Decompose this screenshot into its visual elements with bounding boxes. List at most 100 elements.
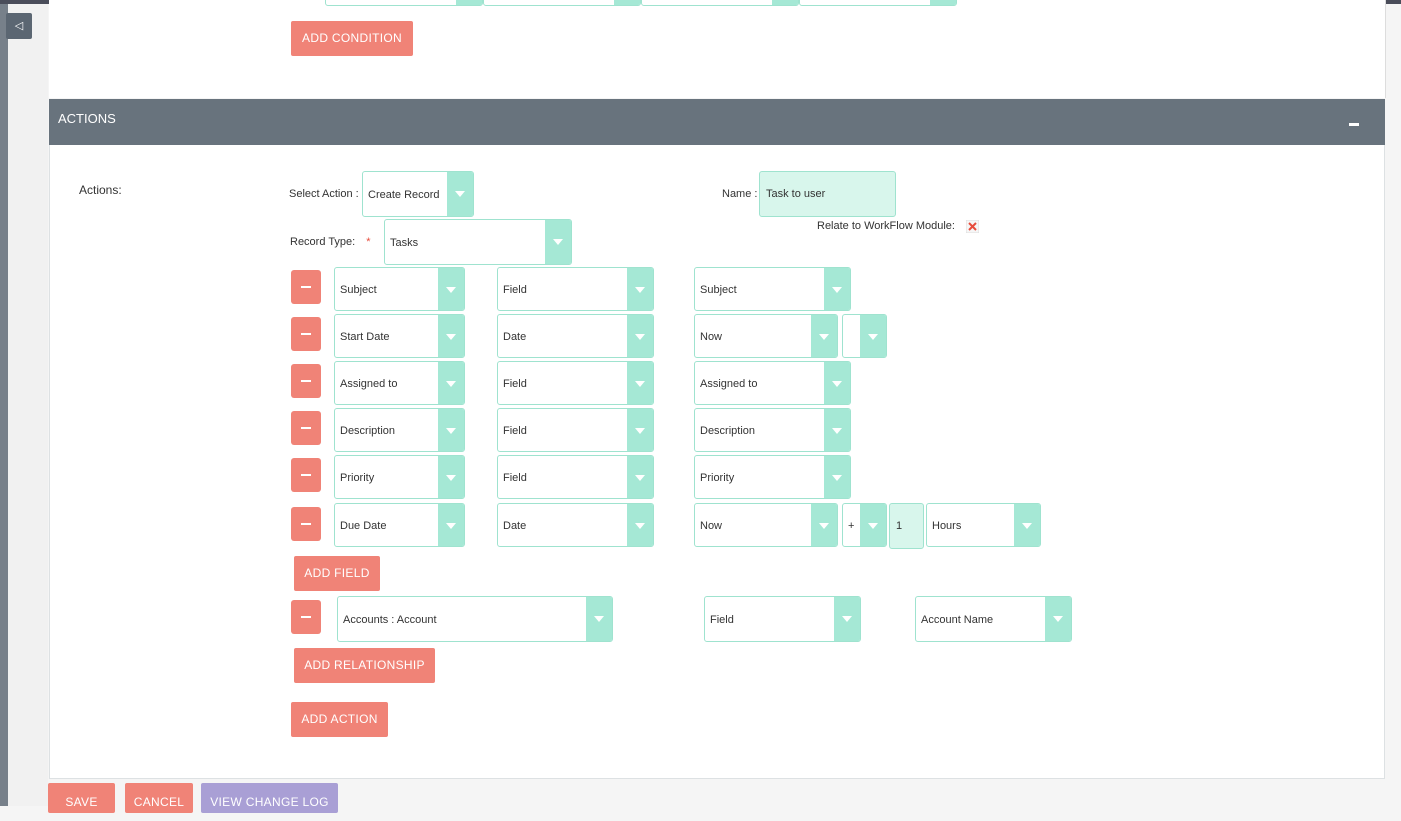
chevron-down-icon — [627, 504, 653, 546]
value-type-value: Field — [503, 425, 527, 437]
field-select[interactable]: Priority — [334, 455, 465, 499]
chevron-down-icon — [627, 409, 653, 451]
condition-select-3[interactable] — [641, 0, 799, 6]
value-type-value: Date — [503, 520, 527, 532]
relationship-type-select[interactable]: Field — [704, 596, 861, 642]
collapse-minus-icon[interactable] — [1349, 123, 1359, 126]
name-label: Name : — [722, 188, 758, 200]
actions-panel-header[interactable]: ACTIONS — [49, 99, 1385, 145]
condition-select-4[interactable] — [799, 0, 957, 6]
select-action-label: Select Action : — [289, 188, 359, 200]
relationship-module-select[interactable]: Accounts : Account — [337, 596, 613, 642]
chevron-down-icon — [627, 456, 653, 498]
chevron-down-icon — [1045, 597, 1071, 641]
record-type-label-text: Record Type: — [290, 236, 356, 248]
chevron-down-icon — [860, 504, 886, 546]
value-type-value: Field — [503, 378, 527, 390]
field-select[interactable]: Description — [334, 408, 465, 452]
field-select-value: Start Date — [340, 331, 390, 343]
remove-field-button[interactable] — [291, 458, 321, 492]
date-base-value: Now — [700, 331, 723, 343]
conditions-panel — [49, 0, 1386, 98]
field-select[interactable]: Start Date — [334, 314, 465, 358]
value-type-value: Field — [503, 472, 527, 484]
actions-panel-title: ACTIONS — [58, 111, 116, 126]
value-select[interactable]: Subject — [694, 267, 851, 311]
relate-x-icon[interactable] — [966, 220, 979, 233]
chevron-down-icon — [1014, 504, 1040, 546]
chevron-down-icon — [438, 456, 464, 498]
add-relationship-button[interactable]: ADD RELATIONSHIP — [294, 648, 435, 683]
value-select[interactable]: Assigned to — [694, 361, 851, 405]
chevron-down-icon — [824, 409, 850, 451]
field-select[interactable]: Subject — [334, 267, 465, 311]
date-amount-input[interactable]: 1 — [889, 503, 924, 549]
value-type-value: Field — [503, 284, 527, 296]
add-field-button[interactable]: ADD FIELD — [294, 556, 380, 591]
remove-field-button[interactable] — [291, 411, 321, 445]
chevron-down-icon — [438, 315, 464, 357]
chevron-down-icon — [447, 172, 473, 216]
chevron-down-icon — [824, 456, 850, 498]
relationship-type-value: Field — [710, 614, 734, 626]
condition-select-1[interactable] — [325, 0, 483, 6]
chevron-down-icon — [834, 597, 860, 641]
left-gutter — [8, 0, 48, 806]
relationship-module-value: Accounts : Account — [343, 614, 437, 626]
add-action-button[interactable]: ADD ACTION — [291, 702, 388, 737]
chevron-down-icon — [545, 220, 571, 264]
field-select-value: Due Date — [340, 520, 387, 532]
chevron-down-icon — [860, 315, 886, 357]
remove-field-button[interactable] — [291, 364, 321, 398]
remove-field-button[interactable] — [291, 507, 321, 541]
actions-section-label: Actions: — [79, 183, 122, 197]
value-type-select[interactable]: Field — [497, 361, 654, 405]
field-select-value: Description — [340, 425, 396, 437]
date-base-select[interactable]: Now — [694, 503, 838, 547]
sidebar-collapse-button[interactable]: ◁ — [6, 13, 32, 39]
select-action-value: Create Record — [368, 189, 440, 201]
record-type-dropdown[interactable]: Tasks — [384, 219, 572, 265]
value-type-select[interactable]: Date — [497, 503, 654, 547]
date-base-value: Now — [700, 520, 723, 532]
save-button[interactable]: SAVE — [48, 783, 115, 813]
condition-select-2[interactable] — [483, 0, 641, 6]
value-select-value: Priority — [700, 472, 735, 484]
value-type-select[interactable]: Date — [497, 314, 654, 358]
value-type-select[interactable]: Field — [497, 408, 654, 452]
name-input[interactable]: Task to user — [759, 171, 896, 217]
date-operator-select[interactable] — [842, 314, 887, 358]
chevron-down-icon — [811, 504, 837, 546]
remove-field-button[interactable] — [291, 270, 321, 304]
chevron-down-icon — [824, 362, 850, 404]
relationship-value-select[interactable]: Account Name — [915, 596, 1072, 642]
chevron-down-icon — [438, 268, 464, 310]
add-condition-button[interactable]: ADD CONDITION — [291, 21, 413, 56]
chevron-down-icon — [627, 268, 653, 310]
value-select-value: Assigned to — [700, 378, 758, 390]
view-change-log-button[interactable]: VIEW CHANGE LOG — [201, 783, 338, 813]
record-type-value: Tasks — [390, 237, 419, 249]
value-type-select[interactable]: Field — [497, 267, 654, 311]
date-operator-value: + — [848, 520, 855, 532]
date-operator-select[interactable]: + — [842, 503, 887, 547]
field-select[interactable]: Assigned to — [334, 361, 465, 405]
date-base-select[interactable]: Now — [694, 314, 838, 358]
date-unit-select[interactable]: Hours — [926, 503, 1041, 547]
remove-field-button[interactable] — [291, 317, 321, 351]
chevron-down-icon — [438, 409, 464, 451]
value-select[interactable]: Description — [694, 408, 851, 452]
left-strip — [0, 0, 8, 806]
remove-relationship-button[interactable] — [291, 600, 321, 634]
select-action-dropdown[interactable]: Create Record — [362, 171, 474, 217]
cancel-button[interactable]: CANCEL — [125, 783, 193, 813]
date-unit-value: Hours — [932, 520, 962, 532]
value-type-select[interactable]: Field — [497, 455, 654, 499]
value-type-value: Date — [503, 331, 527, 343]
value-select[interactable]: Priority — [694, 455, 851, 499]
field-select[interactable]: Due Date — [334, 503, 465, 547]
field-select-value: Subject — [340, 284, 377, 296]
chevron-down-icon — [438, 504, 464, 546]
chevron-down-icon — [586, 597, 612, 641]
chevron-down-icon — [627, 315, 653, 357]
